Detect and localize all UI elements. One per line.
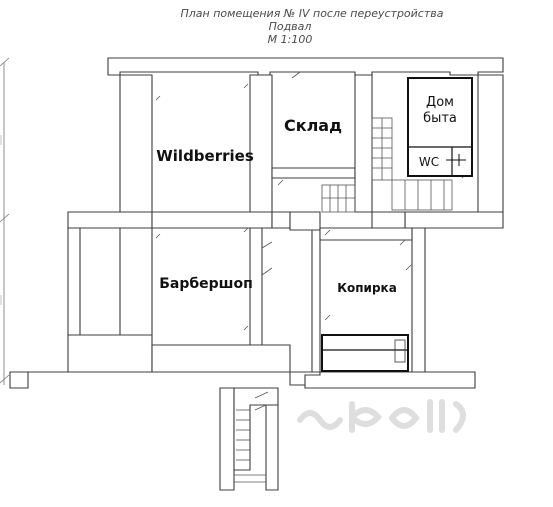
- room-label-byta: быта: [423, 111, 457, 126]
- right-wall-lower: [319, 227, 426, 376]
- room-label-kopirka: Копирка: [337, 281, 397, 295]
- room-kopirka-highlight: [321, 334, 409, 372]
- stairs-upper: [371, 117, 453, 211]
- room-label-dom: Дом: [426, 95, 454, 110]
- stairs-lower: [219, 387, 279, 491]
- room-label-barbershop: Барбершоп: [159, 276, 253, 292]
- partition-wall-mid-bottom: [151, 227, 291, 373]
- corridor-walls: [271, 167, 356, 386]
- left-wall-upper: [67, 74, 153, 229]
- sklad-east-wall: [354, 74, 373, 213]
- plan-level: Подвал: [269, 20, 312, 33]
- room-label-wildberries: Wildberries: [156, 147, 254, 165]
- bottom-wall: [304, 371, 476, 389]
- left-wall-lower: [9, 227, 153, 389]
- left-dimension-line: [0, 57, 10, 385]
- top-wall: [107, 57, 504, 76]
- plan-scale: М 1:100: [268, 33, 313, 46]
- watermark: [297, 399, 466, 433]
- room-dom-byta: [407, 77, 473, 177]
- stairs-middle: [321, 184, 356, 213]
- room-label-sklad: Склад: [284, 116, 342, 135]
- right-wall-upper: [371, 74, 504, 229]
- plan-title: План помещения № IV после переустройства: [181, 7, 444, 20]
- room-label-wc: WC: [419, 155, 439, 169]
